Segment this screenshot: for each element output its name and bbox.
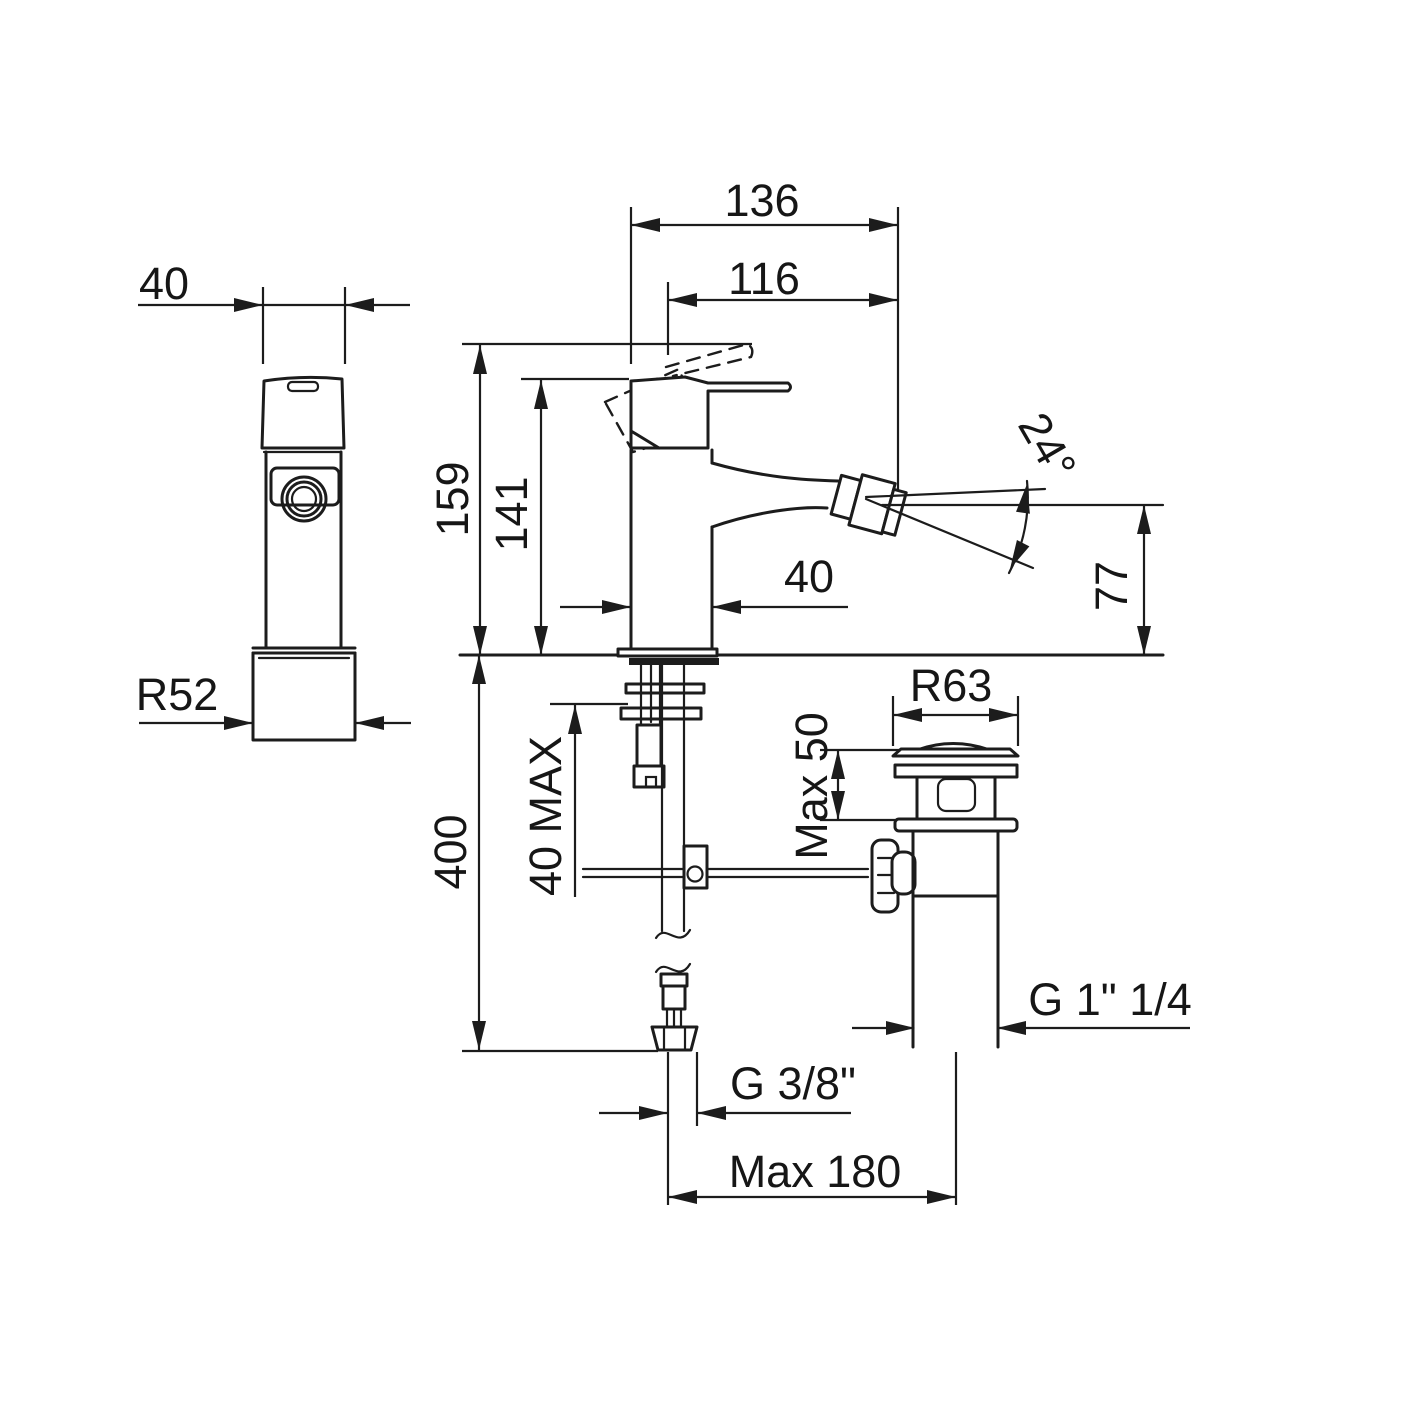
dim-reach-spout: 116	[666, 253, 898, 355]
dim-height-body: 141	[486, 377, 629, 655]
side-spout-top	[710, 461, 840, 483]
front-handle-slot	[286, 380, 320, 393]
supply-nut-facets	[662, 1026, 687, 1051]
dim-deck-thickness-max: 40 MAX	[520, 702, 628, 897]
dim-label-drain-diameter: R63	[910, 660, 993, 711]
front-collar	[269, 466, 341, 507]
drain-lower-flange	[893, 817, 1019, 833]
dim-supply-thread: G 3/8"	[599, 1052, 856, 1205]
dim-spout-height: 77	[1086, 505, 1151, 655]
fixing-stud	[635, 723, 663, 768]
dim-front-width: 40	[138, 258, 410, 364]
front-body	[264, 450, 343, 650]
hose-break-upper	[654, 928, 692, 940]
drain-neck-window	[936, 777, 977, 813]
drain-knob-collar	[890, 850, 917, 896]
supply-connector-thread	[665, 1007, 683, 1029]
side-body	[629, 448, 714, 651]
dim-drain-diameter: R63	[891, 660, 1020, 746]
dim-front-base-diameter: R52	[136, 669, 411, 730]
dim-label-under-deck-length: 400	[425, 814, 476, 889]
side-view: 136 116 159 141 40	[427, 175, 1165, 655]
drain-pipe	[911, 829, 1000, 1049]
mounting-washer	[629, 658, 719, 665]
dim-label-supply-thread: G 3/8"	[730, 1058, 856, 1109]
dim-label-front-width: 40	[139, 258, 189, 309]
side-handle	[629, 375, 792, 450]
dim-body-depth: 40	[560, 551, 848, 614]
dim-label-body-depth: 40	[784, 551, 834, 602]
side-lever-dashed	[664, 342, 754, 378]
dim-reach-total: 136	[629, 175, 900, 496]
spray-line-lower	[864, 497, 1035, 570]
drain-neck	[915, 775, 997, 821]
dim-label-drain-thread: G 1" 1/4	[1028, 974, 1192, 1025]
supply-connector-collar	[659, 972, 689, 988]
dim-label-reach-total: 136	[724, 175, 799, 226]
dim-drain-thread: G 1" 1/4	[852, 974, 1192, 1035]
side-handle-wedge	[629, 429, 661, 450]
dim-label-drain-deck-max: Max 50	[786, 712, 837, 860]
dim-label-front-base-diameter: R52	[136, 669, 219, 720]
dim-label-spout-height: 77	[1086, 561, 1137, 611]
threaded-rods	[639, 663, 662, 727]
dim-height-lever: 159	[427, 342, 752, 655]
dim-label-offset-max: Max 180	[729, 1146, 902, 1197]
drain-assembly	[870, 742, 1020, 1049]
drain-cap-disc	[891, 747, 1020, 758]
rod-clamp-screw	[686, 865, 704, 883]
supply-nut	[650, 1025, 699, 1052]
front-base	[251, 646, 357, 742]
spray-line-upper	[864, 487, 1047, 499]
hose-break-lower	[654, 962, 692, 974]
dim-label-reach-spout: 116	[728, 253, 800, 304]
drain-upper-flange	[893, 763, 1019, 779]
dim-under-deck-length: 400	[425, 655, 658, 1053]
dim-drain-deck-max: Max 50	[786, 712, 900, 860]
popup-rod	[581, 867, 870, 879]
supply-hose	[660, 663, 686, 933]
front-handle	[260, 375, 346, 450]
dim-label-spray-angle: 24°	[1008, 404, 1086, 488]
front-view: 40 R52	[136, 258, 411, 742]
mounting-plate-upper	[624, 682, 706, 695]
mounting-plate-lower	[619, 706, 703, 721]
mounting-flange	[616, 647, 719, 658]
side-nozzle	[829, 473, 908, 537]
dim-label-deck-thickness-max: 40 MAX	[520, 736, 571, 896]
dim-offset-max: Max 180	[668, 1052, 958, 1205]
stud-nut-notch	[644, 775, 658, 789]
installation-view: R63 Max 50 400 40 MAX G 1" 1/4	[425, 647, 1192, 1205]
front-outlet-circle	[280, 475, 328, 523]
dim-label-height-lever: 159	[427, 461, 478, 536]
supply-connector-body	[661, 984, 687, 1011]
side-spout-bottom	[710, 506, 829, 529]
dim-label-height-body: 141	[486, 476, 537, 551]
